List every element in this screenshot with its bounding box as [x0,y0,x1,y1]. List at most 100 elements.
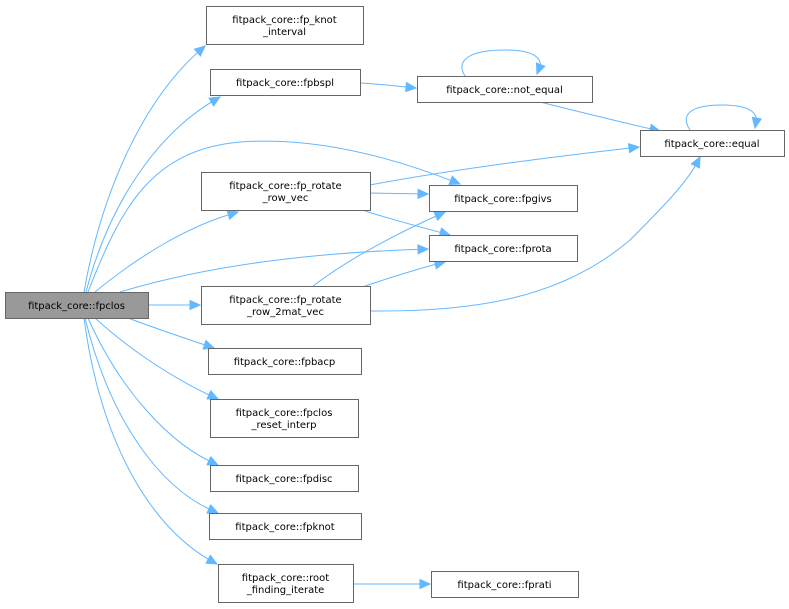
node-fpgivs[interactable]: fitpack_core::fpgivs [429,185,578,212]
edge-line [85,96,221,293]
node-equal[interactable]: fitpack_core::equal [640,130,785,157]
node-label: fitpack_core::fpclos [28,301,125,312]
node-label: fitpack_core::equal [664,139,759,150]
arrowhead-icon [433,211,447,222]
edge-line [364,261,446,287]
arrowhead-icon [189,299,202,311]
edge-root_finding_iterate-to-fprati [353,578,432,590]
edge-line [461,49,541,77]
node-label: fitpack_core::root [242,573,330,584]
node-box[interactable] [201,286,371,325]
arrowhead-icon [205,554,219,565]
node-root_finding_iterate[interactable]: fitpack_core::root_finding_iterate [218,564,354,603]
node-box[interactable] [640,130,785,157]
arrowhead-icon [206,455,220,466]
edge-not_equal-to-not_equal [461,49,546,77]
node-fpclos[interactable]: fitpack_core::fpclos [5,292,149,319]
edge-line [84,317,219,514]
node-box[interactable] [209,513,362,540]
node-box[interactable] [5,292,149,319]
node-label: fitpack_core::fpgivs [454,194,552,205]
edge-fp_rotate_row_vec-to-equal [369,142,641,186]
arrowhead-icon [226,209,240,220]
edge-fp_rotate_row_2mat_vec-to-fprota [364,259,447,287]
edge-fp_rotate_row_2mat_vec-to-equal [369,155,701,312]
node-fpknot[interactable]: fitpack_core::fpknot [209,513,362,540]
edge-fpclos-to-fpclos_reset_interp [94,317,220,400]
nodes-layer: fitpack_core::fpclos fitpack_core::fp_kno… [5,6,785,603]
node-label: fitpack_core::fp_rotate [229,181,341,192]
node-label: _row_2mat_vec [246,307,324,318]
node-label: fitpack_core::fpbspl [236,78,334,89]
node-box[interactable] [210,69,361,96]
edge-line [87,140,461,293]
node-box[interactable] [210,399,359,438]
arrowhead-icon [193,45,206,57]
edge-line [87,317,219,466]
edge-line [312,211,446,287]
arrowhead-icon [690,155,701,169]
node-label: _interval [262,27,306,38]
node-box[interactable] [201,172,371,211]
node-box[interactable] [206,6,364,45]
node-label: fitpack_core::fprota [454,244,551,255]
node-label: _row_vec [262,193,309,204]
node-fprota[interactable]: fitpack_core::fprota [429,235,578,262]
arrowhead-icon [535,62,546,76]
node-box[interactable] [210,465,359,492]
edge-line [685,104,758,131]
node-box[interactable] [208,348,362,375]
arrowhead-icon [208,96,222,107]
arrowhead-icon [206,389,220,400]
node-fp_rotate_row_2mat_vec[interactable]: fitpack_core::fp_rotate_row_2mat_vec [201,286,371,325]
node-label: fitpack_core::fpdisc [235,474,332,485]
edge-fpclos-to-fp_rotate_row_2mat_vec [148,299,202,311]
edge-fpclos-to-fpbspl [85,96,222,293]
node-box[interactable] [429,185,578,212]
edge-fpclos-to-fpdisc [87,317,220,466]
edge-line [94,317,219,400]
edge-fp_rotate_row_vec-to-fpgivs [369,188,430,200]
arrowhead-icon [419,578,432,590]
node-box[interactable] [429,235,578,262]
node-fpbspl[interactable]: fitpack_core::fpbspl [210,69,361,96]
node-box[interactable] [417,76,593,103]
node-box[interactable] [218,564,354,603]
arrowhead-icon [627,142,641,154]
node-label: fitpack_core::fp_rotate [229,295,341,306]
node-label: fitpack_core::not_equal [446,85,563,96]
node-fp_rotate_row_vec[interactable]: fitpack_core::fp_rotate_row_vec [201,172,371,211]
edge-fpclos-to-fpknot [84,317,220,514]
node-label: _finding_iterate [246,585,325,596]
edge-line [369,156,701,312]
node-label: fitpack_core::fprati [457,580,551,591]
node-label: fitpack_core::fp_knot [232,15,336,26]
edge-fpclos-to-fp_rotate_row_vec [94,209,240,293]
node-fp_knot_interval[interactable]: fitpack_core::fp_knot_interval [206,6,364,45]
arrowhead-icon [202,339,216,350]
arrowhead-icon [417,188,430,200]
node-label: _reset_interp [251,420,317,431]
node-fpbacp[interactable]: fitpack_core::fpbacp [208,348,362,375]
edge-line [83,317,218,565]
node-label: fitpack_core::fpbacp [234,357,336,368]
edges-layer [83,45,763,590]
node-label: fitpack_core::fpclos [236,408,333,419]
edge-equal-to-equal [685,104,763,131]
node-fprati[interactable]: fitpack_core::fprati [431,571,579,598]
node-fpdisc[interactable]: fitpack_core::fpdisc [210,465,359,492]
node-label: fitpack_core::fpknot [235,522,334,533]
node-not_equal[interactable]: fitpack_core::not_equal [417,76,593,103]
edge-fpclos-to-fp_knot_interval [83,45,206,293]
node-fpclos_reset_interp[interactable]: fitpack_core::fpclos_reset_interp [210,399,359,438]
node-box[interactable] [431,571,579,598]
edge-line [119,248,429,293]
edge-fpclos-to-fprota [119,244,430,293]
arrowhead-icon [405,81,418,93]
edge-fpclos-to-root_finding_iterate [83,317,219,565]
arrowhead-icon [448,175,462,186]
edge-fpbspl-to-not_equal [359,81,418,93]
edge-line [83,45,206,293]
edge-line [94,211,239,293]
